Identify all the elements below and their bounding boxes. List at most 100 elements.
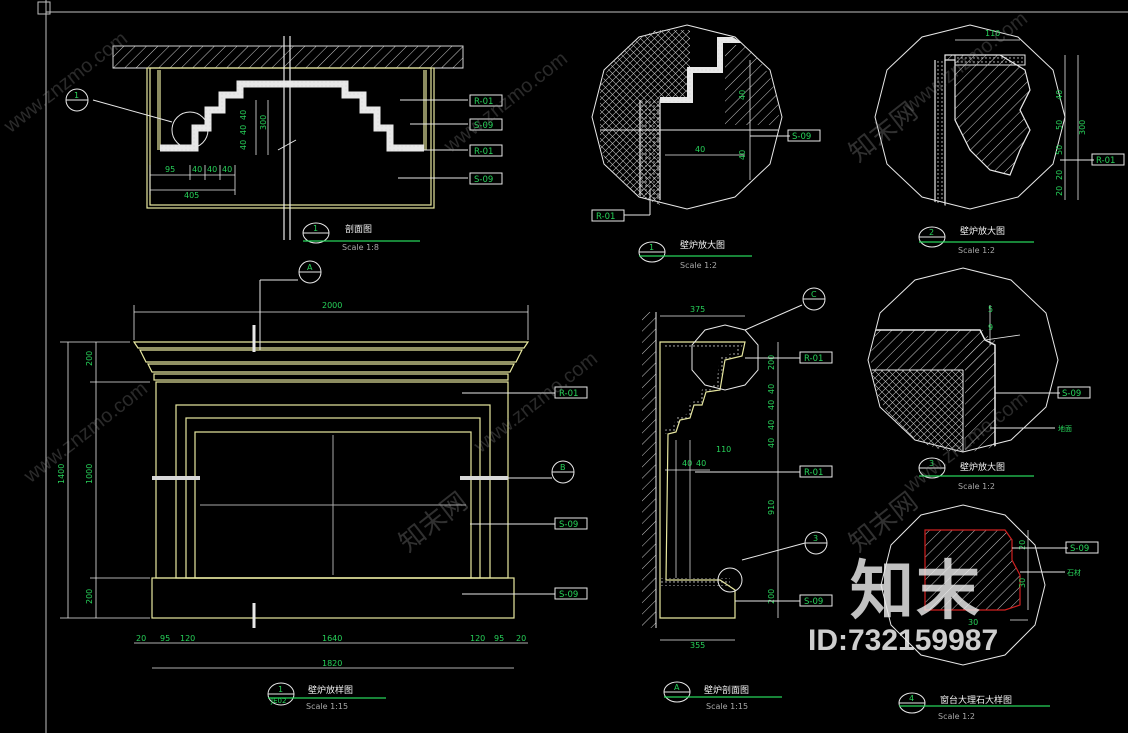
section-ref: 1 xyxy=(313,224,318,233)
dim-text: 375 xyxy=(690,305,705,314)
note-text: 石材 xyxy=(1067,568,1081,577)
section-title: 剖面图 xyxy=(345,223,372,235)
dim-text: 20 xyxy=(516,634,526,643)
dim-text: 120 xyxy=(180,634,195,643)
elevation-ref: 1 xyxy=(278,685,283,694)
callout-C: C xyxy=(811,290,817,299)
dim-text: 40 xyxy=(239,140,248,150)
section-view: 95 40 40 40 405 40 40 40 300 1 R-01 S-09… xyxy=(65,36,503,252)
material-tag: R-01 xyxy=(1096,156,1115,166)
dim-text: 40 xyxy=(1055,90,1064,100)
dim-text: 40 xyxy=(239,110,248,120)
dim-text: 30 xyxy=(1018,578,1027,588)
dim-text: 1820 xyxy=(322,659,342,668)
dim-text: 40 xyxy=(767,384,776,394)
dim-text: 1000 xyxy=(85,464,94,484)
detail-1-scale: Scale 1:2 xyxy=(680,261,717,270)
detail-3-scale: Scale 1:2 xyxy=(958,482,995,491)
material-tag: R-01 xyxy=(559,389,578,399)
sill-title: 窗台大理石大样图 xyxy=(940,694,1012,706)
dim-text: 9 xyxy=(988,323,993,332)
detail-3-view: 5 9 S-09 地面 3 壁炉放大图 Scale 1:2 xyxy=(867,267,1091,491)
dim-text: 110 xyxy=(716,445,731,454)
watermark-id: ID:732159987 xyxy=(808,624,999,657)
detail-2-view: 110 40 50 50 20 20 300 R-01 2 壁炉放大图 Scal… xyxy=(874,24,1125,255)
side-ref: A xyxy=(674,683,680,692)
elevation-title: 壁炉放样图 xyxy=(308,684,353,696)
material-tag: S-09 xyxy=(474,175,493,185)
dim-text: 95 xyxy=(494,634,504,643)
dim-text: 20 xyxy=(136,634,146,643)
dim-text: 40 xyxy=(695,145,705,154)
material-tag: S-09 xyxy=(1062,389,1081,399)
callout-1: 1 xyxy=(74,91,79,100)
material-tag: S-09 xyxy=(792,132,811,142)
sheet-frame xyxy=(37,0,1128,733)
dim-text: 40 xyxy=(767,438,776,448)
dim-text: 40 xyxy=(767,420,776,430)
dim-text: 910 xyxy=(767,500,776,515)
dim-text: 300 xyxy=(1078,120,1087,135)
dim-text: 20 xyxy=(1055,186,1064,196)
dim-text: 110 xyxy=(985,29,1000,38)
dim-text: 50 xyxy=(1055,120,1064,130)
callout-3: 3 xyxy=(813,534,818,543)
material-tag: S-09 xyxy=(559,520,578,530)
dim-text: 1640 xyxy=(322,634,342,643)
side-section-view: C 3 375 200 40 40 40 40 40 40 110 910 20… xyxy=(642,287,833,711)
material-tag: R-01 xyxy=(474,97,493,107)
detail-3-ref: 3 xyxy=(929,459,934,468)
sill-ref: 4 xyxy=(909,694,914,703)
dim-text: 40 xyxy=(682,459,692,468)
dim-text: 40 xyxy=(738,90,747,100)
detail-2-ref: 2 xyxy=(929,228,934,237)
dim-text: 2000 xyxy=(322,301,342,310)
sill-detail-view: 20 30 30 S-09 石材 4 窗台大理石大样图 Scale 1:2 xyxy=(880,504,1099,721)
dim-text: 40 xyxy=(738,150,747,160)
material-tag: S-09 xyxy=(804,597,823,607)
dim-text: 300 xyxy=(259,115,268,130)
detail-1-view: 40 40 40 S-09 R-01 1 壁炉放大图 Scale 1:2 xyxy=(591,24,821,270)
elevation-sheet: JE02 xyxy=(270,697,286,705)
dim-text: 95 xyxy=(165,165,175,174)
sill-scale: Scale 1:2 xyxy=(938,712,975,721)
section-scale: Scale 1:8 xyxy=(342,243,379,252)
material-tag: S-09 xyxy=(559,590,578,600)
dim-text: 200 xyxy=(767,355,776,370)
dim-text: 5 xyxy=(988,305,993,314)
detail-2-title: 壁炉放大图 xyxy=(960,225,1005,237)
dim-text: 20 xyxy=(1055,170,1064,180)
elevation-scale: Scale 1:15 xyxy=(306,702,348,711)
material-tag: S-09 xyxy=(1070,544,1089,554)
dim-text: 20 xyxy=(1018,540,1027,550)
detail-1-title: 壁炉放大图 xyxy=(680,239,725,251)
detail-2-scale: Scale 1:2 xyxy=(958,246,995,255)
elevation-view: A B 2000 1400 1000 200 200 20 95 120 164… xyxy=(57,260,588,711)
dim-text: 40 xyxy=(192,165,202,174)
side-title: 壁炉剖面图 xyxy=(704,684,749,696)
dim-text: 40 xyxy=(222,165,232,174)
material-tag: R-01 xyxy=(474,147,493,157)
dim-text: 200 xyxy=(767,589,776,604)
material-tag: R-01 xyxy=(804,468,823,478)
detail-1-ref: 1 xyxy=(649,243,654,252)
dim-text: 200 xyxy=(85,351,94,366)
material-tag: R-01 xyxy=(804,354,823,364)
dim-text: 30 xyxy=(968,618,978,627)
dim-text: 40 xyxy=(696,459,706,468)
side-scale: Scale 1:15 xyxy=(706,702,748,711)
dim-text: 120 xyxy=(470,634,485,643)
detail-3-title: 壁炉放大图 xyxy=(960,461,1005,473)
dim-text: 200 xyxy=(85,589,94,604)
callout-B: B xyxy=(560,463,566,472)
material-tag: R-01 xyxy=(596,212,615,222)
watermark-logo: 知末 xyxy=(850,555,982,629)
dim-text: 40 xyxy=(239,125,248,135)
dim-text: 50 xyxy=(1055,145,1064,155)
dim-text: 40 xyxy=(767,400,776,410)
dim-text: 355 xyxy=(690,641,705,650)
callout-A: A xyxy=(307,263,313,272)
dim-text: 40 xyxy=(207,165,217,174)
dim-text: 405 xyxy=(184,191,199,200)
